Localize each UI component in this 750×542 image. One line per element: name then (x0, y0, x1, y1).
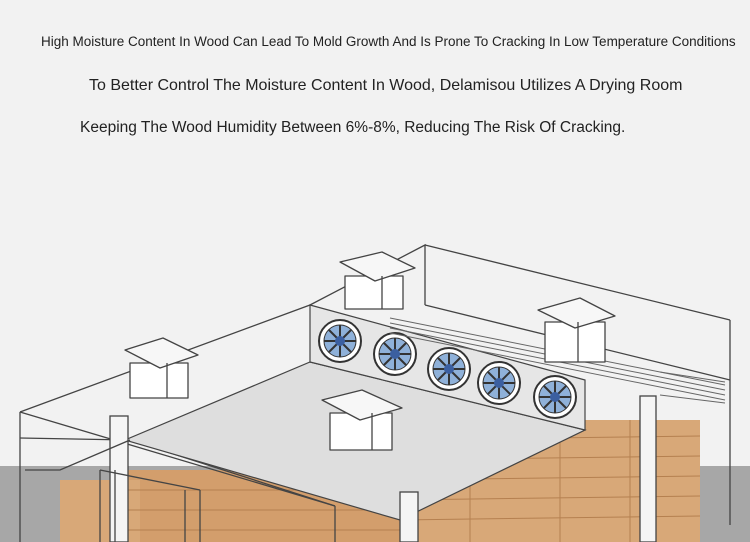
roof-vents (124, 251, 616, 451)
fans (318, 319, 577, 419)
roof-vent-1 (339, 251, 416, 310)
caption-line-3: Keeping The Wood Humidity Between 6%-8%,… (80, 119, 626, 136)
caption-line-1: High Moisture Content In Wood Can Lead T… (41, 34, 736, 49)
roof-vent-4 (537, 297, 616, 363)
fan-1 (318, 319, 362, 363)
fan-5 (533, 375, 577, 419)
entry-rails (25, 439, 201, 542)
fan-4 (477, 361, 521, 405)
fan-3 (427, 347, 471, 391)
caption-line-2: To Better Control The Moisture Content I… (89, 77, 683, 94)
columns (109, 395, 657, 542)
roof-vent-3 (321, 389, 403, 451)
roof-vent-2 (124, 337, 199, 399)
fan-2 (373, 332, 417, 376)
